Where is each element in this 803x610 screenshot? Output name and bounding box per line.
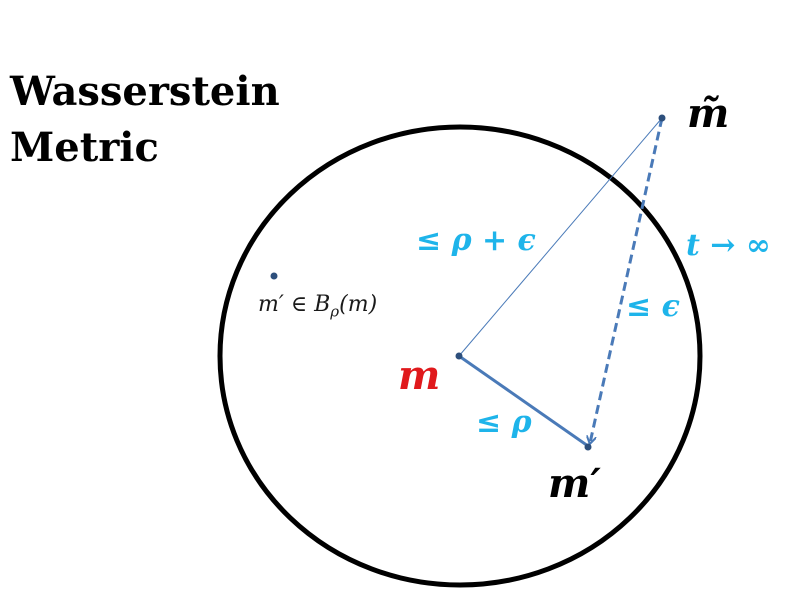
title-line-1: Wasserstein [10,68,280,115]
dashed-arrow-mtilde-to-mprime [590,117,664,443]
line-m-to-mtilde [458,117,663,357]
label-t-to-infinity: t → ∞ [686,228,771,263]
ball-circle [217,124,703,588]
point-m-tilde [658,114,666,122]
point-m-prime-in-ball [270,272,278,280]
segment-m-to-mprime [458,354,589,448]
label-m-prime-in-ball-text: m′ ∈ B [258,292,331,317]
point-m [455,352,463,360]
label-rho-plus-eps: ≤ ρ + ϵ [416,223,536,258]
label-m-prime-in-ball-tail: (m) [339,292,378,317]
label-m-prime-in-ball: m′ ∈ Bρ(m) [258,294,377,319]
label-m-tilde: m̃ [687,90,730,137]
label-eps: ≤ ϵ [626,289,680,324]
label-m: m [398,352,441,399]
label-m-prime: m′ [548,460,601,507]
label-ball-subscript: ρ [330,302,340,321]
title-line-2: Metric [10,124,159,171]
point-m-prime [584,443,592,451]
label-rho: ≤ ρ [476,405,532,440]
